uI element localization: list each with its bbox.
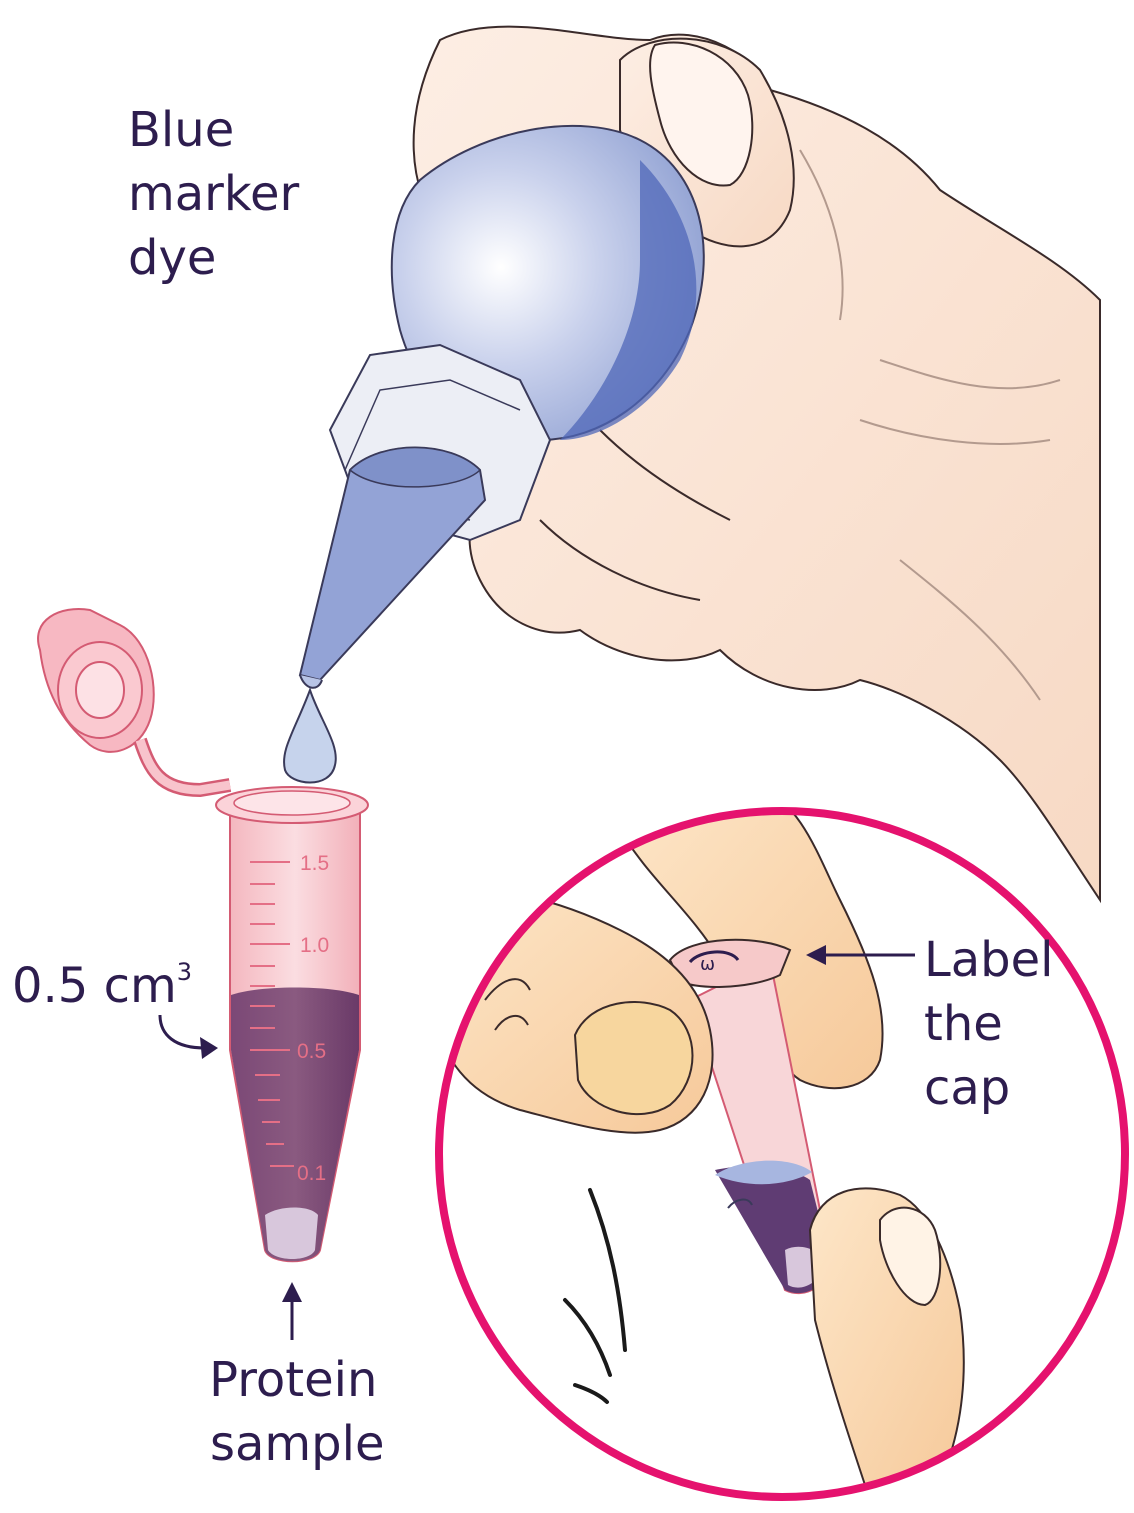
dye-label-line-3: dye — [128, 226, 299, 290]
dye-label: Blue marker dye — [128, 98, 299, 290]
tube-lid — [38, 609, 230, 790]
cap-label: Label the cap — [924, 928, 1054, 1120]
dye-label-line-2: marker — [128, 162, 299, 226]
sample-arrowhead — [282, 1282, 302, 1302]
cap-label-line-1: Label — [924, 928, 1054, 992]
scale-label-1-0: 1.0 — [300, 934, 329, 957]
cap-label-line-2: the — [924, 992, 1054, 1056]
volume-label: 0.5 cm3 — [12, 940, 192, 1018]
sample-label: Protein sample — [202, 1348, 385, 1476]
cap-mark: ω — [700, 954, 715, 975]
finger-nail-left — [575, 1002, 693, 1114]
volume-unit-exponent: 3 — [177, 958, 192, 986]
volume-arrowhead — [200, 1037, 218, 1059]
volume-arrow — [160, 1015, 205, 1048]
sample-tube: 1.5 1.0 0.5 0.1 — [216, 787, 368, 1261]
scale-label-0-5: 0.5 — [297, 1040, 326, 1063]
sample-label-line-1: Protein — [202, 1348, 385, 1412]
dye-label-line-1: Blue — [128, 98, 299, 162]
scale-label-0-1: 0.1 — [297, 1162, 326, 1185]
volume-value: 0.5 cm — [12, 958, 177, 1014]
scale-label-1-5: 1.5 — [300, 852, 329, 875]
dye-drop — [284, 690, 336, 783]
sample-label-line-2: sample — [202, 1412, 385, 1476]
cap-label-line-3: cap — [924, 1056, 1054, 1120]
inset-detail: ω — [430, 787, 1125, 1500]
